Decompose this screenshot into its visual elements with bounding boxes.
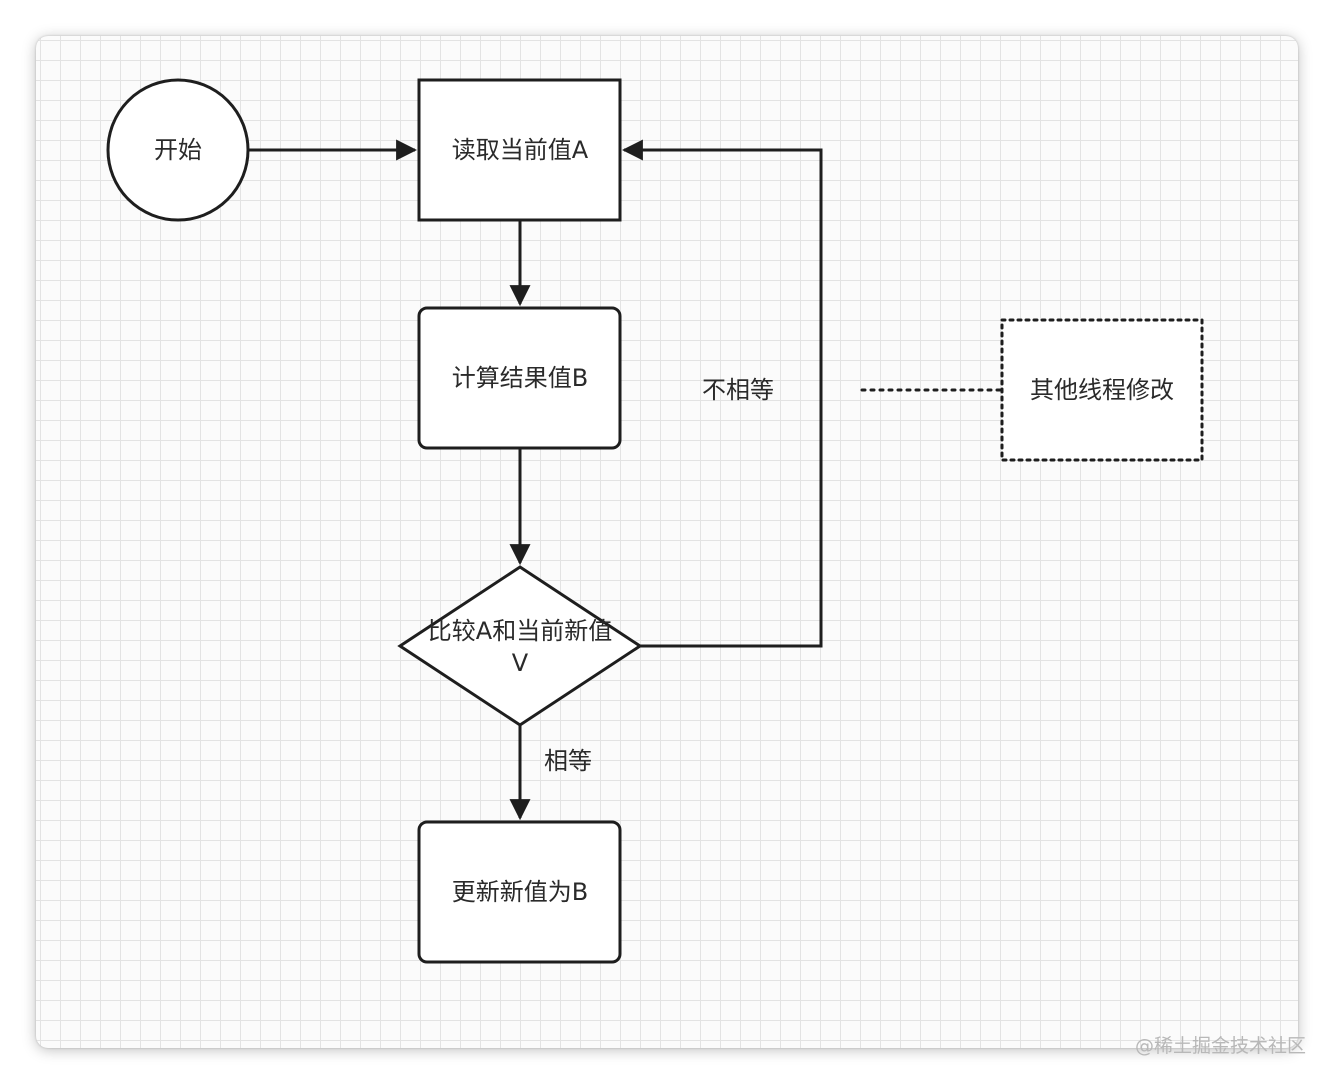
canvas-frame: [36, 36, 1298, 1048]
other-thread-label: 其他线程修改: [1030, 376, 1174, 404]
read-value-label: 读取当前值A: [452, 136, 589, 164]
update-value-node: [417, 820, 622, 964]
watermark: @稀土掘金技术社区: [1134, 1035, 1306, 1057]
compare-label-line2: V: [512, 649, 529, 677]
edge-label-not-equal: 不相等: [702, 376, 774, 404]
start-label: 开始: [154, 136, 202, 164]
compare-label-line1: 比较A和当前新值: [428, 617, 612, 645]
update-value-label: 更新新值为B: [452, 878, 588, 906]
edge-compare-back-to-read: [621, 139, 823, 648]
other-thread-node: [1000, 318, 1204, 462]
compare-decision-node: [397, 565, 643, 727]
read-value-node: [417, 78, 622, 222]
compute-result-label: 计算结果值B: [452, 364, 588, 392]
edge-label-equal: 相等: [544, 747, 592, 775]
